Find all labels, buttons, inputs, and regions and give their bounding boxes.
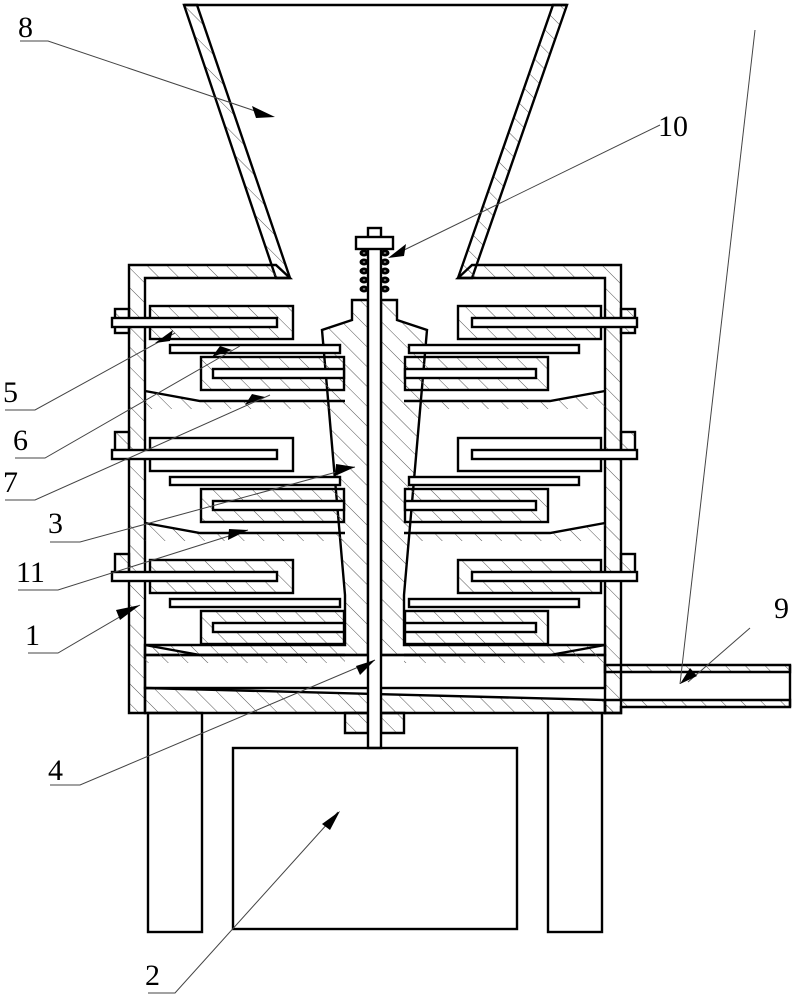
plate-right (407, 475, 581, 487)
callout-6: 6 (13, 424, 28, 457)
rotor-blade-right (403, 367, 538, 380)
separator-right (404, 391, 605, 409)
callout-9: 9 (774, 592, 789, 625)
callout-2: 2 (145, 959, 160, 992)
separator-edge-left (144, 521, 345, 535)
rotor-blade-left (211, 621, 346, 634)
callout-11: 11 (16, 556, 45, 589)
rotor-blade-right (403, 621, 538, 634)
outlet-pipe (603, 663, 792, 715)
grinding-stages (110, 304, 639, 663)
plate-left (168, 343, 342, 355)
separator-edge-right (404, 389, 606, 403)
callout-1: 1 (25, 619, 40, 652)
blade-left (110, 316, 279, 329)
separator-edge-right (404, 521, 606, 535)
separator-edge-left (144, 643, 345, 657)
blade-right (470, 316, 639, 329)
separator-right (404, 523, 605, 541)
rotor-blade-left (211, 367, 346, 380)
rotor-blade-left (211, 499, 346, 512)
callout-3: 3 (48, 507, 63, 540)
motor (231, 746, 519, 931)
plate-right (407, 597, 581, 609)
plate-left (168, 475, 342, 487)
leader-lines (5, 29, 756, 994)
central-shaft (143, 226, 607, 750)
blade-right (470, 570, 639, 583)
separator-edge-left (144, 389, 345, 403)
spring (359, 249, 390, 293)
blade-right (470, 448, 639, 461)
callout-10: 10 (658, 110, 688, 143)
separator-left (145, 391, 345, 409)
feed-hopper (182, 3, 569, 280)
support-legs (146, 711, 604, 934)
separator-edge-right (404, 643, 606, 657)
separator-left (145, 523, 345, 541)
callout-8: 8 (18, 11, 33, 44)
separator-right (404, 645, 605, 663)
rotor-blade-right (403, 499, 538, 512)
separator-left (145, 645, 345, 663)
blade-left (110, 448, 279, 461)
callout-7: 7 (3, 466, 18, 499)
plate-left (168, 597, 342, 609)
plate-right (407, 343, 581, 355)
callout-5: 5 (3, 376, 18, 409)
callout-4: 4 (48, 754, 63, 787)
callout-labels: 8 10 5 6 7 3 11 1 9 4 2 (3, 11, 789, 992)
blade-left (110, 570, 279, 583)
